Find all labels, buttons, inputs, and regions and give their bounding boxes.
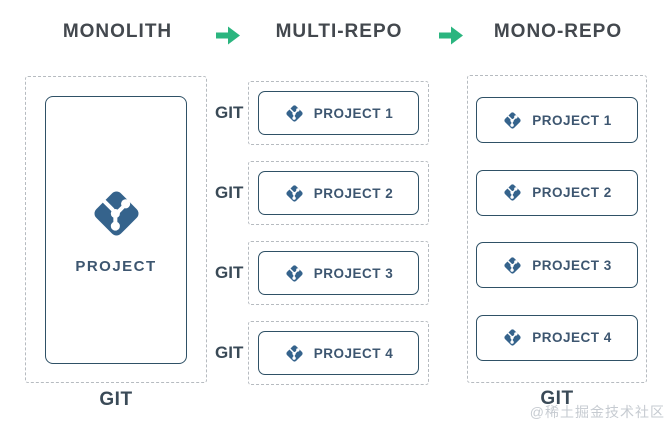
project-box: PROJECT 4 xyxy=(476,314,638,361)
repo-git-boundary: PROJECT 2 xyxy=(248,161,429,225)
monolith-project-label: PROJECT xyxy=(75,257,157,275)
git-logo-icon xyxy=(284,343,305,364)
monolith-git-boundary: PROJECT xyxy=(25,76,207,383)
project-box: PROJECT 1 xyxy=(476,97,638,143)
multi-repo-row: GIT PROJECT 4 xyxy=(215,321,429,385)
arrow-right-icon xyxy=(439,26,463,45)
row-git-label: GIT xyxy=(215,103,244,122)
row-git-label: GIT xyxy=(215,183,244,202)
mono-repo-git-caption: GIT xyxy=(540,388,574,409)
git-logo-icon xyxy=(502,182,523,203)
git-logo-icon xyxy=(502,327,523,348)
project-label: PROJECT 3 xyxy=(313,265,394,281)
git-logo-icon xyxy=(284,263,305,284)
arrow-right-icon xyxy=(216,26,240,45)
stage-title-monolith: MONOLITH xyxy=(62,21,173,42)
repo-git-boundary: PROJECT 4 xyxy=(248,321,429,385)
multi-repo-row: GIT PROJECT 1 xyxy=(215,81,429,145)
git-logo-icon xyxy=(502,255,523,276)
project-box: PROJECT 3 xyxy=(476,242,638,289)
monolith-project-box: PROJECT xyxy=(45,95,187,364)
monolith-git-caption: GIT xyxy=(99,389,133,410)
project-label: PROJECT 4 xyxy=(532,330,612,346)
project-box: PROJECT 2 xyxy=(476,169,638,216)
project-box: PROJECT 4 xyxy=(258,331,419,375)
repo-git-boundary: PROJECT 3 xyxy=(248,241,429,305)
project-label: PROJECT 1 xyxy=(532,112,612,128)
git-logo-icon xyxy=(88,185,145,242)
project-box: PROJECT 1 xyxy=(258,91,419,135)
git-logo-icon xyxy=(284,103,305,124)
stage-title-mono-repo: MONO-REPO xyxy=(493,21,623,42)
project-label: PROJECT 3 xyxy=(532,257,612,273)
multi-repo-row: GIT PROJECT 3 xyxy=(215,241,429,305)
project-box: PROJECT 2 xyxy=(258,171,419,215)
mono-repo-git-boundary: PROJECT 1 PROJECT 2 PROJECT 3 PROJECT 4 xyxy=(467,75,647,383)
git-logo-icon xyxy=(502,110,523,131)
project-box: PROJECT 3 xyxy=(258,251,419,295)
row-git-label: GIT xyxy=(215,343,244,362)
watermark: @稀土掘金技术社区 xyxy=(529,404,665,420)
multi-repo-column: GIT PROJECT 1 GIT PROJECT 2 xyxy=(215,81,429,385)
project-label: PROJECT 4 xyxy=(313,345,394,361)
multi-repo-row: GIT PROJECT 2 xyxy=(215,161,429,225)
project-label: PROJECT 2 xyxy=(313,185,394,201)
stage-title-multi-repo: MULTI-REPO xyxy=(275,21,403,42)
project-label: PROJECT 2 xyxy=(532,185,612,201)
row-git-label: GIT xyxy=(215,263,244,282)
project-label: PROJECT 1 xyxy=(313,105,394,121)
repo-git-boundary: PROJECT 1 xyxy=(248,81,429,145)
git-logo-icon xyxy=(284,183,305,204)
